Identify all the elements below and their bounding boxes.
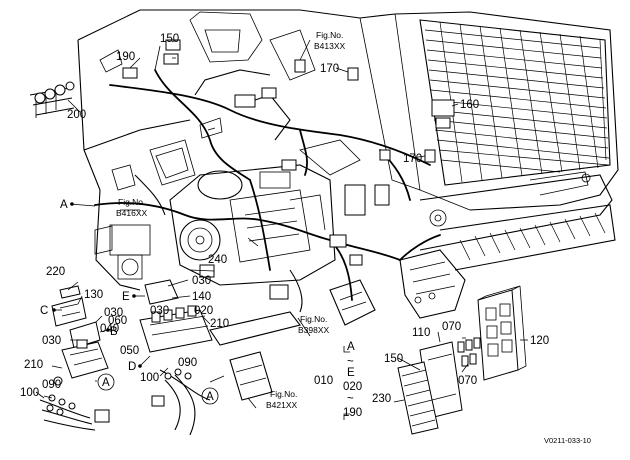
part-number-060: 060 [108,315,127,327]
part-160-connectors [154,39,181,71]
part-number-160: 150 [160,33,179,45]
part-number-200: 200 [67,109,86,121]
detail-letter-a: A [60,199,68,211]
fig-ref-b398xx: B398XX [298,325,330,335]
part-180-connector-b [424,149,436,163]
fig-ref-label-2: Fig.No. [118,197,145,207]
lower-bracket [151,311,301,436]
range-note: A ~ E 010 020 ~ 190 [314,341,362,420]
fig-ref-label-4: Fig.No. [270,389,297,399]
part-200-connectors [29,81,75,118]
control-valve-unit [329,249,466,326]
part-number-140: 140 [192,291,211,303]
part-number-180-b: 170 [403,153,422,165]
part-number-030-c: 030 [42,335,61,347]
part-number-070: 070 [458,375,477,387]
machine-frame [77,9,619,291]
part-number-100-a: 100 [140,372,159,384]
part-number-220: 220 [46,266,65,278]
part-fuse-box-lower [53,339,109,386]
part-240-label-sheet [397,361,439,435]
fig-ref-b413xx: B413XX [314,41,346,51]
part-180-connector-a [347,67,359,81]
leader-dot-e [132,294,136,298]
part-number-050: 050 [120,345,139,357]
part-number-150-a: 030 [192,275,211,287]
circle-a-marker-2 [201,387,219,405]
part-number-090-b: 090 [42,379,61,391]
fig-ref-label-3: Fig.No. [300,314,327,324]
leader-dot-d [138,364,142,368]
part-number-180-a: 170 [320,63,339,75]
part-number-100-b: 100 [20,387,39,399]
leader-dot-a [70,202,74,206]
part-120-fuse-box [477,285,527,381]
part-number-210-a: 210 [210,318,229,330]
part-number-170: 160 [460,99,479,111]
engine-block [94,164,336,286]
circle-a-letter-1: A [102,377,110,389]
part-number-030-b: 030 [150,305,169,317]
circle-a-markers [97,373,219,405]
part-number-120: 120 [530,335,549,347]
fig-ref-b416xx: B416XX [116,208,148,218]
part-number-210-b: 210 [24,359,43,371]
range-end: 190 [343,407,362,419]
range-letter-e: E [347,367,355,379]
circle-a-marker-1 [97,373,115,391]
part-050-fuse-block [139,305,213,353]
circle-a-letter-2: A [206,391,214,403]
radiator-grille [419,19,611,186]
range-letter-a: A [347,341,355,353]
part-number-090-a: 090 [178,357,197,369]
detail-letter-c: C [40,305,48,317]
detail-letter-e: E [122,291,130,303]
part-number-130: 130 [84,289,103,301]
part-190-connector [122,67,138,79]
part-number-110: 110 [412,327,430,339]
part-080-070-fuses [457,337,481,367]
leader-lines [35,39,528,409]
fig-ref-b421xx: B421XX [266,400,298,410]
diagram-code: V0211-033-10 [544,436,591,445]
leader-dot-c [52,308,56,312]
part-number-030-a: 030 [104,307,123,319]
leader-dot-b [106,328,110,332]
part-number-230: 240 [208,254,227,266]
part-130-fuse-holder [51,297,87,327]
part-170-relay [431,99,455,129]
part-220-fuse [59,285,81,299]
range-tilde-2: ~ [347,393,354,405]
fig-ref-label-1: Fig.No. [316,30,343,40]
part-140-box [144,279,179,305]
detail-letter-b: B [110,326,118,338]
range-start: 010 [314,375,333,387]
part-number-150: 150 [384,353,403,365]
range-middle: 020 [343,381,362,393]
part-090-100-wire-bundle [39,394,110,431]
track-frame [419,171,616,271]
part-number-040: 040 [100,323,119,335]
part-number-240: 230 [372,393,391,405]
harness-connectors [199,59,391,300]
part-number-020-a: 020 [194,305,213,317]
part-number-080: 070 [442,321,461,333]
range-tilde-1: ~ [347,356,354,368]
detail-letter-d: D [128,361,136,373]
part-number-190: 190 [116,51,135,63]
